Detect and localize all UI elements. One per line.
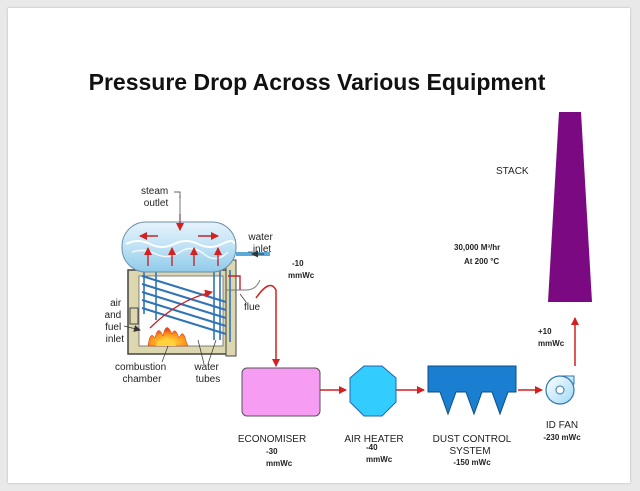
air-heater	[349, 365, 397, 417]
flue-label: flue	[244, 302, 261, 313]
pressure-drop-diagram: Pressure Drop Across Various Equipment	[89, 69, 592, 468]
economiser-pressure: -30 mmWc	[266, 447, 293, 468]
id-fan-pressure: -230 mWc	[543, 433, 581, 442]
dust-control-pressure: -150 mWc	[453, 458, 491, 467]
boiler-to-economiser-arrow	[255, 284, 280, 367]
economiser-label: ECONOMISER	[238, 434, 306, 445]
page-title: Pressure Drop Across Various Equipment	[89, 69, 546, 95]
air-fuel-inlet-label: air and fuel inlet	[105, 298, 125, 345]
dust-control-system	[427, 365, 517, 416]
dust-control-label: DUST CONTROL	[433, 434, 512, 445]
combustion-fire	[147, 327, 189, 347]
stack-temp-label: At 200 °C	[464, 257, 499, 266]
stack-pressure: +10 mmWc	[538, 327, 565, 348]
water-inlet-label: water inlet	[247, 232, 275, 255]
flue-duct	[226, 279, 261, 291]
air-heater-pressure: -40 mmWc	[366, 443, 393, 464]
boiler-pressure-label: -10 mmWc	[288, 259, 315, 280]
id-fan-label: ID FAN	[546, 420, 578, 431]
steam-outlet-label: steam outlet	[141, 186, 171, 209]
water-tubes-label: water tubes	[193, 362, 221, 385]
slide: Pressure Drop Across Various Equipment	[8, 8, 630, 483]
stack-label: STACK	[496, 166, 529, 177]
riser-tubes	[143, 270, 231, 342]
air-heater-label: AIR HEATER	[344, 434, 403, 445]
gas-flow-arrows	[255, 284, 579, 394]
stack-flow-label: 30,000 M³/hr	[454, 243, 500, 252]
drum-circulation-arrows	[139, 214, 241, 329]
combustion-chamber-label: combustion chamber	[115, 362, 169, 385]
economiser	[241, 367, 321, 417]
dust-control-label-2: SYSTEM	[449, 446, 490, 457]
stack	[548, 112, 592, 302]
label-leaders	[123, 191, 253, 365]
inlet-box	[129, 307, 139, 325]
boiler: steam outlet water inlet flue air and fu…	[105, 186, 315, 385]
id-fan	[545, 375, 575, 405]
steam-drum	[121, 221, 237, 273]
casing-column	[225, 259, 237, 357]
